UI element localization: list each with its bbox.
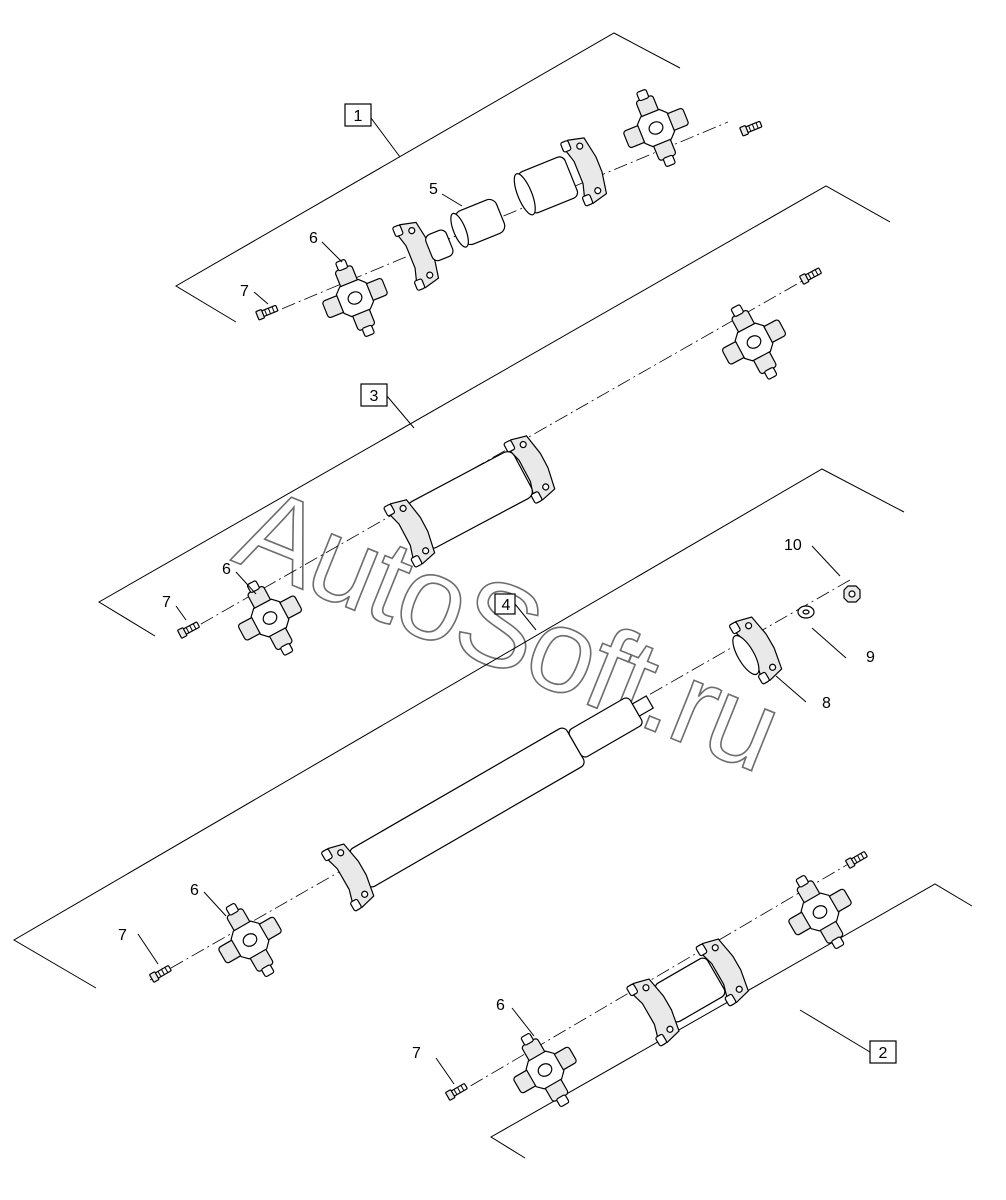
- group-2: 2 6 7: [412, 849, 973, 1159]
- group-1: 1 5 6 7: [175, 32, 764, 348]
- leader-6d: [511, 1007, 535, 1037]
- group-4: 4 10 9 8 6 7: [13, 468, 905, 992]
- callout-5: 5: [429, 181, 438, 198]
- companion-flange-icon: [728, 610, 788, 686]
- leader-7b: [175, 605, 187, 621]
- leader-10: [811, 545, 841, 577]
- callout-7d: 7: [412, 1045, 421, 1062]
- nut-icon: [843, 585, 861, 603]
- group-3-leader: [386, 395, 415, 429]
- group-4-box-label: 4: [502, 597, 511, 614]
- group-3-box-label: 3: [370, 388, 379, 405]
- watermark-text: AutoSoft.ru: [220, 462, 796, 797]
- leader-5: [441, 193, 463, 207]
- universal-joint-icon: [309, 248, 401, 348]
- group-2-centerline: [449, 855, 863, 1099]
- tubular-shaft-icon: [382, 429, 561, 569]
- protective-sleeve-icon: [450, 198, 506, 248]
- bolt-icon: [444, 1081, 469, 1101]
- bolt-icon: [255, 303, 280, 321]
- long-shaft-icon: [320, 695, 655, 913]
- group-1-box-label: 1: [354, 108, 363, 125]
- callout-10: 10: [784, 537, 802, 554]
- group-3-box: [360, 383, 388, 407]
- leader-9: [811, 627, 847, 659]
- group-2-box: [869, 1040, 897, 1064]
- group-2-leader: [799, 1009, 871, 1053]
- callout-7b: 7: [162, 594, 171, 611]
- group-2-bracket: [490, 883, 973, 1159]
- leader-8: [775, 675, 807, 703]
- universal-joint-icon: [496, 1018, 594, 1122]
- callout-6a: 6: [309, 230, 318, 247]
- leader-7a: [253, 291, 269, 305]
- callout-6d: 6: [496, 997, 505, 1014]
- group-1-leader: [370, 117, 401, 158]
- group-3-bracket: [98, 185, 891, 637]
- bolt-icon: [739, 119, 764, 137]
- group-3-centerline: [179, 271, 819, 637]
- group-4-bracket: [13, 468, 905, 989]
- leader-6a: [321, 241, 343, 263]
- group-2-box-label: 2: [879, 1045, 888, 1062]
- tube-yoke-icon: [513, 132, 613, 216]
- bolt-icon: [798, 265, 823, 285]
- leader-7c: [137, 933, 159, 965]
- washer-icon: [797, 605, 815, 619]
- group-1-box: [344, 103, 372, 127]
- leader-7d: [435, 1057, 455, 1085]
- group-3: 3 6 7: [98, 185, 891, 669]
- callout-7c: 7: [118, 927, 127, 944]
- bolt-icon: [844, 849, 869, 869]
- callout-6b: 6: [222, 561, 231, 578]
- bolt-icon: [148, 963, 173, 983]
- group-4-leader: [514, 603, 537, 631]
- universal-joint-icon: [201, 888, 299, 992]
- callout-9: 9: [866, 649, 875, 666]
- universal-joint-icon: [771, 860, 869, 964]
- universal-joint-icon: [610, 78, 702, 178]
- bolt-icon: [176, 619, 201, 639]
- short-shaft-icon: [625, 932, 755, 1048]
- callout-7a: 7: [240, 283, 249, 300]
- universal-joint-icon: [706, 291, 802, 393]
- callout-8: 8: [822, 695, 831, 712]
- leader-6b: [235, 571, 257, 595]
- leader-6c: [203, 891, 227, 917]
- callout-6c: 6: [190, 882, 199, 899]
- group-1-bracket: [175, 32, 681, 323]
- slip-yoke-icon: [391, 216, 454, 292]
